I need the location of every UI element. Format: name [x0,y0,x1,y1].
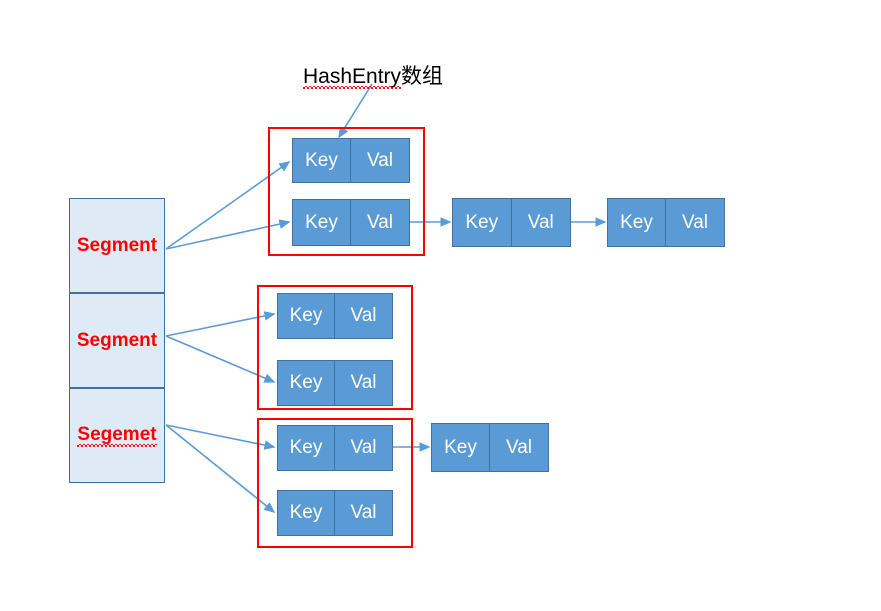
entry-key-cell: Key [277,360,335,406]
hashentry-array-3 [257,418,413,548]
segment-cell-2[interactable]: Segment [69,293,165,388]
segment-label: Segemet [77,423,157,448]
entry-key-cell: Key [277,490,335,536]
entry-val-cell: Val [335,293,393,339]
page-title-suffix: 数组 [401,65,444,88]
entry-val-cell: Val [490,423,549,472]
segment-label: Segment [76,329,158,351]
entry-val-cell: Val [511,198,571,247]
entry-key-cell: Key [292,199,351,246]
entry-key-cell: Key [277,425,335,471]
segment-cell-1[interactable]: Segment [69,198,165,293]
entry-key-cell: Key [452,198,512,247]
entry-val-cell: Val [351,199,410,246]
entry-val-cell: Val [335,425,393,471]
page-title: HashEntry数组 [303,60,443,90]
entry-key-cell: Key [607,198,666,247]
page-title-misspelled-word: HashEntry [303,65,402,88]
entry-val-cell: Val [351,138,410,183]
entry-val-cell: Val [335,490,393,536]
hashentry-array-2 [257,285,413,410]
entry-key-cell: Key [431,423,490,472]
entry-val-cell: Val [666,198,725,247]
entry-val-cell: Val [335,360,393,406]
entry-key-cell: Key [292,138,351,183]
hashentry-array-1 [268,127,425,256]
segment-cell-3[interactable]: Segemet [69,388,165,483]
entry-key-cell: Key [277,293,335,339]
segment-label: Segment [76,234,158,256]
